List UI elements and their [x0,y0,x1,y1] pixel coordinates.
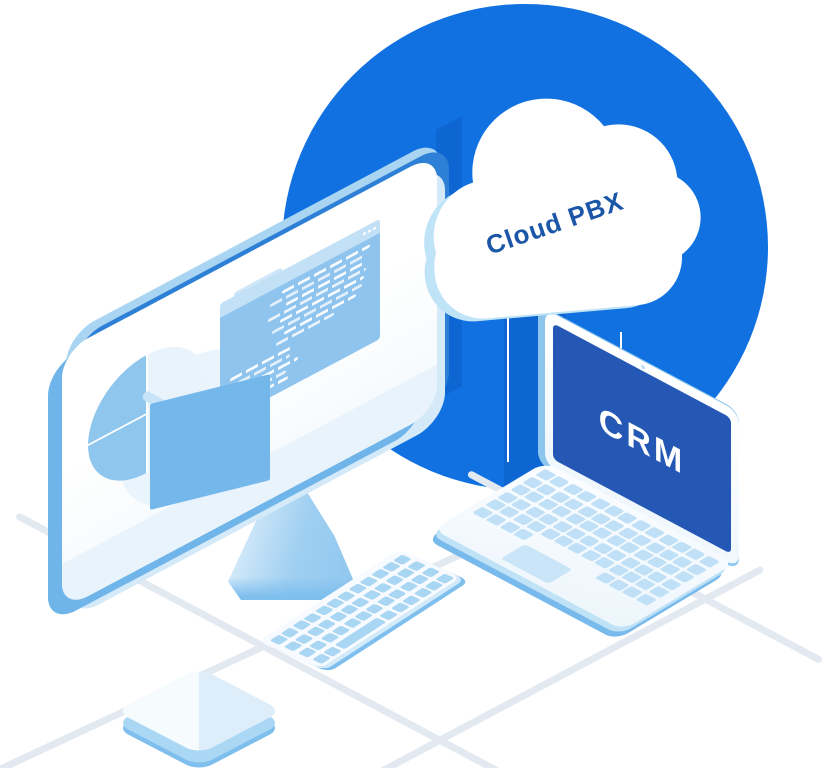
laptop-touchpad [500,544,573,584]
laptop-key [635,593,657,606]
cloud-pbx-icon: Cloud PBX [410,81,705,349]
laptop-camera-icon [641,364,645,371]
laptop-key [512,528,535,541]
connector-line [507,310,509,462]
